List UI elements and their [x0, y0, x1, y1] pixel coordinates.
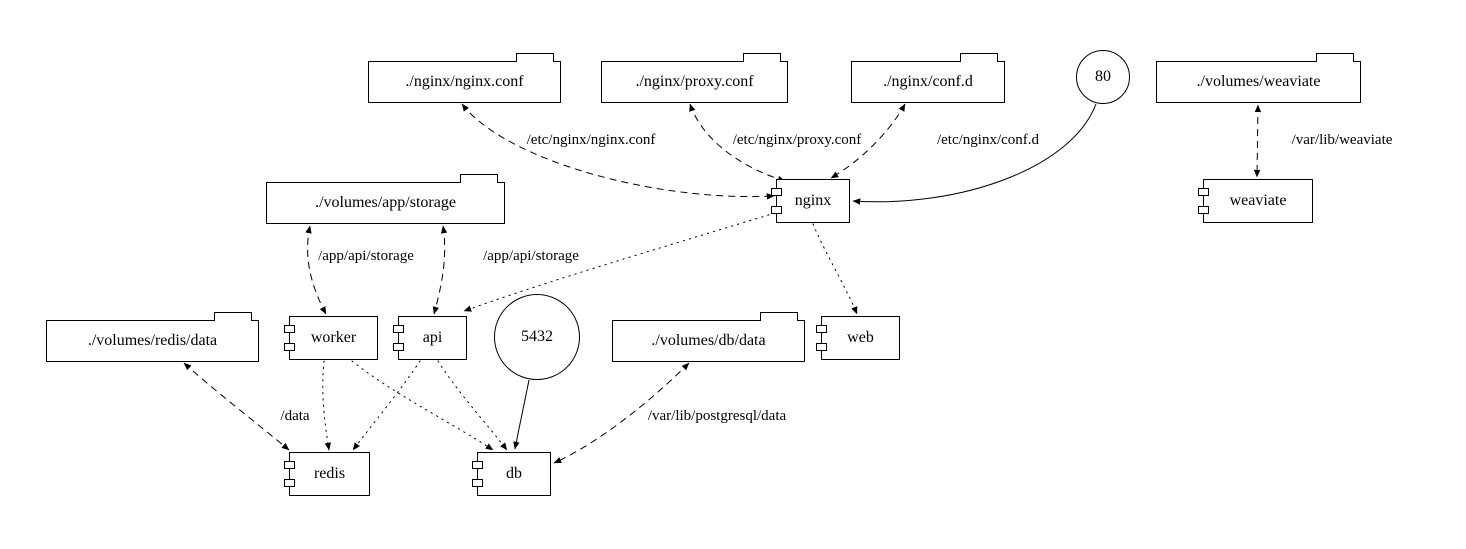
- node-label: ./volumes/redis/data: [87, 332, 218, 349]
- node-label: worker: [310, 329, 357, 346]
- edge-label-api-storage-mount: /app/api/storage: [483, 248, 579, 264]
- edge-label-proxy-conf-mount: /etc/nginx/proxy.conf: [732, 132, 862, 148]
- edge-api-appstorage: [432, 225, 448, 315]
- edge-label-nginx-conf-mount: /etc/nginx/nginx.conf: [526, 132, 656, 148]
- node-port-80: 80: [1076, 50, 1130, 104]
- node-weaviate-volume: ./volumes/weaviate: [1156, 53, 1361, 103]
- node-label: 80: [1095, 68, 1111, 85]
- edge-label-redis-mount: /data: [280, 408, 310, 424]
- node-redis-service: redis: [284, 452, 370, 496]
- edge-nginx-api: [463, 212, 776, 312]
- edge-port80-nginx: [852, 103, 1097, 205]
- node-conf-d-dir: ./nginx/conf.d: [851, 53, 1005, 103]
- edge-worker-db: [351, 360, 494, 451]
- node-redis-data-volume: ./volumes/redis/data: [46, 312, 259, 362]
- edge-worker-redis: [322, 360, 331, 451]
- edge-port5432-db: [513, 379, 530, 450]
- node-label: ./volumes/app/storage: [315, 194, 456, 211]
- edge-label-weaviate-mount: /var/lib/weaviate: [1291, 132, 1393, 148]
- node-label: web: [847, 329, 874, 346]
- node-db-data-volume: ./volumes/db/data: [612, 312, 805, 362]
- node-label: ./nginx/proxy.conf: [635, 73, 754, 90]
- edge-api-redis: [352, 360, 421, 451]
- edge-redis-redisdata: [183, 362, 290, 451]
- node-label: ./nginx/nginx.conf: [405, 73, 524, 90]
- node-weaviate-service: weaviate: [1198, 179, 1313, 223]
- node-label: ./volumes/db/data: [651, 332, 766, 349]
- node-api-service: api: [393, 316, 467, 360]
- node-label: 5432: [521, 328, 553, 345]
- node-port-5432: 5432: [494, 294, 580, 380]
- node-label: api: [422, 329, 443, 346]
- edge-nginx-nginxconf: [461, 103, 775, 200]
- node-web-service: web: [816, 316, 900, 360]
- node-label: weaviate: [1229, 192, 1287, 209]
- edge-label-db-mount: /var/lib/postgresql/data: [647, 408, 787, 424]
- node-proxy-conf-file: ./nginx/proxy.conf: [601, 53, 788, 103]
- edge-nginx-proxyconf: [689, 103, 786, 182]
- node-nginx-conf-file: ./nginx/nginx.conf: [368, 53, 561, 103]
- edge-label-conf-d-mount: /etc/nginx/conf.d: [936, 132, 1040, 148]
- node-label: db: [506, 465, 522, 482]
- node-nginx-service: nginx: [771, 179, 850, 223]
- node-label: redis: [313, 465, 346, 482]
- node-label: ./nginx/conf.d: [883, 73, 973, 90]
- edge-label-worker-storage-mount: /app/api/storage: [318, 248, 414, 264]
- edge-nginx-web: [812, 223, 858, 315]
- node-db-service: db: [472, 452, 551, 496]
- edge-nginx-confd: [830, 103, 906, 179]
- edge-api-db: [437, 360, 508, 451]
- edge-db-dbdata: [553, 362, 690, 464]
- edge-worker-appstorage: [305, 225, 327, 315]
- node-app-storage-volume: ./volumes/app/storage: [266, 174, 505, 224]
- node-label: nginx: [794, 192, 832, 209]
- node-label: ./volumes/weaviate: [1196, 73, 1321, 90]
- node-worker-service: worker: [284, 316, 378, 360]
- edge-weaviate-volume: [1253, 104, 1262, 178]
